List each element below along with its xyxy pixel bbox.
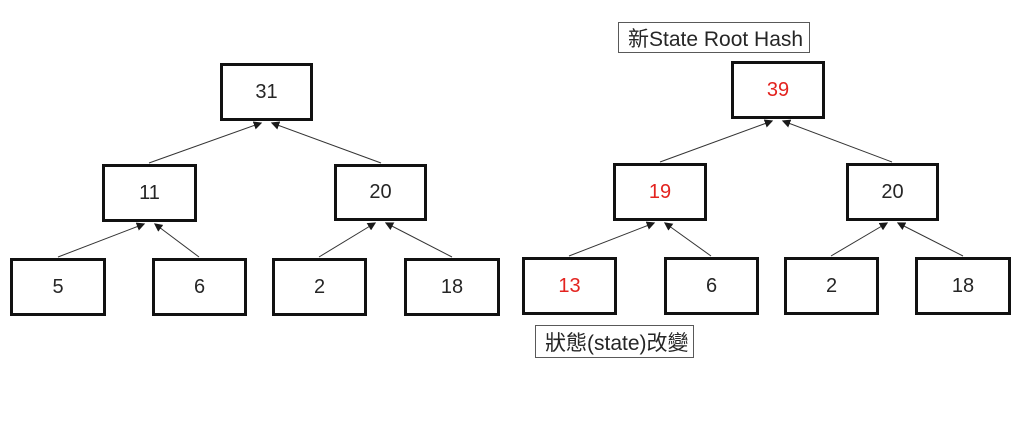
node-new-leaf-1: 13	[522, 257, 617, 315]
node-old-leaf-1: 5	[10, 258, 106, 316]
node-old-child-left: 11	[102, 164, 197, 222]
node-old-leaf-2: 6	[152, 258, 247, 316]
node-old-child-right: 20	[334, 164, 427, 221]
node-new-child-left: 19	[613, 163, 707, 221]
node-new-child-right: 20	[846, 163, 939, 221]
node-old-root: 31	[220, 63, 313, 121]
node-old-leaf-4: 18	[404, 258, 500, 316]
node-new-leaf-2: 6	[664, 257, 759, 315]
new-root-hash-label: 新State Root Hash	[618, 22, 810, 53]
node-new-leaf-3: 2	[784, 257, 879, 315]
node-new-root: 39	[731, 61, 825, 119]
state-change-label: 狀態(state)改變	[535, 325, 694, 358]
node-old-leaf-3: 2	[272, 258, 367, 316]
node-new-leaf-4: 18	[915, 257, 1011, 315]
